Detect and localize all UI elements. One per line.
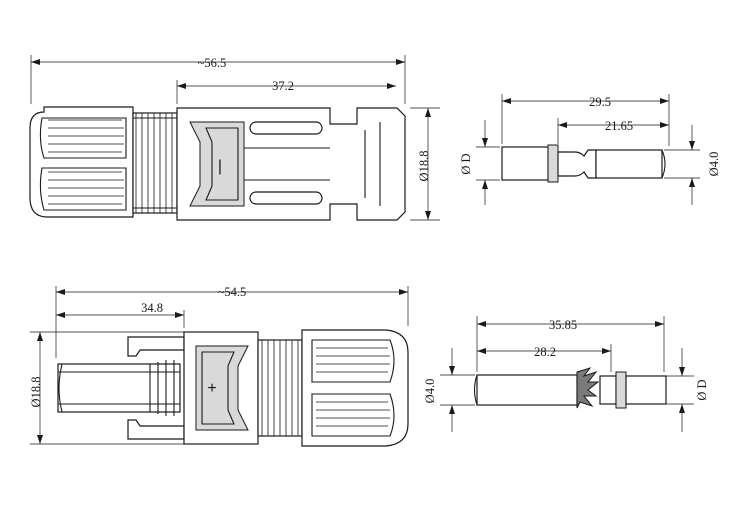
top-nut-ribs	[39, 117, 127, 211]
bottom-pin-right-diameter-label: Ø D	[695, 379, 709, 400]
bottom-pin-dimensions: 35.85 28.2 Ø4.0 Ø D	[423, 316, 709, 432]
top-pin-length-label: 29.5	[589, 95, 611, 109]
top-pin	[501, 144, 666, 183]
top-connector: |	[29, 106, 406, 221]
top-polarity-mark: |	[218, 158, 222, 175]
bottom-pin-left-diameter-label: Ø4.0	[423, 379, 437, 404]
top-pin-dimensions: 29.5 21.65 Ø D Ø4.0	[459, 94, 721, 205]
bottom-body-length-label: 34.8	[141, 301, 163, 315]
top-overall-length-label: ~56.5	[198, 56, 227, 70]
bottom-diameter-label: Ø18.8	[29, 377, 43, 408]
top-diameter-label: Ø18.8	[417, 151, 431, 182]
bottom-pin	[473, 367, 667, 409]
top-pin-inner-length-label: 21.65	[605, 119, 633, 133]
top-body-length-label: 37.2	[272, 79, 294, 93]
top-pin-right-diameter-label: Ø4.0	[707, 152, 721, 177]
bottom-polarity-mark: +	[207, 380, 216, 397]
bottom-pin-inner-length-label: 28.2	[534, 345, 556, 359]
top-dimensions: ~56.5 37.2 Ø18.8	[30, 55, 440, 221]
bottom-dimensions: ~54.5 34.8 Ø18.8	[29, 285, 409, 445]
top-thread	[132, 112, 178, 214]
top-pin-left-diameter-label: Ø D	[459, 153, 473, 174]
bottom-overall-length-label: ~54.5	[218, 285, 247, 299]
bottom-pin-length-label: 35.85	[549, 318, 577, 332]
bottom-connector: +	[57, 329, 409, 447]
bottom-nut-ribs	[311, 339, 395, 437]
